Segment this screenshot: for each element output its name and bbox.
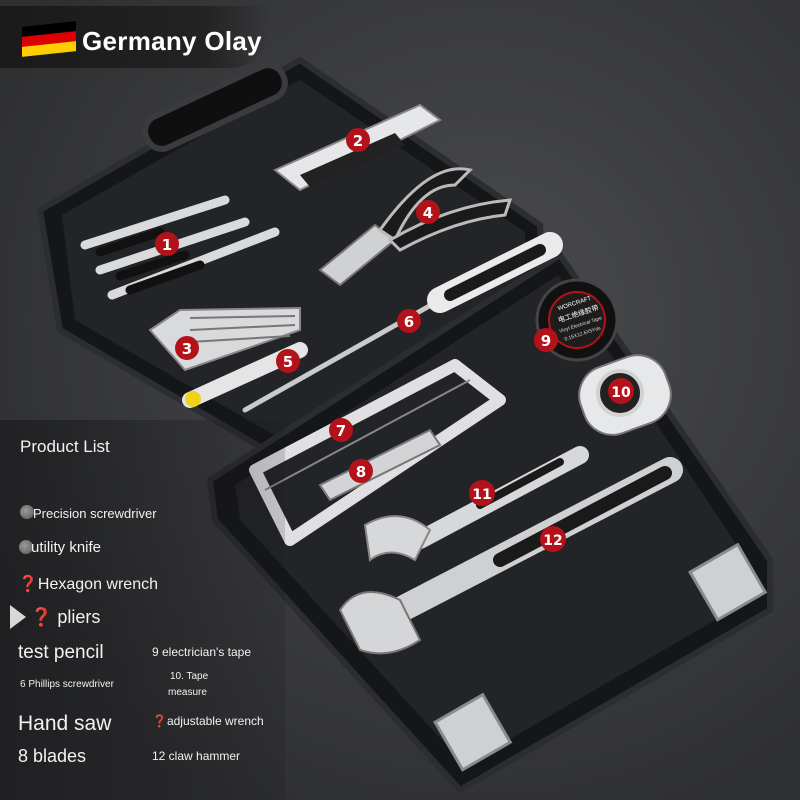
product-item-7: Hand saw (18, 712, 112, 735)
bullet-icon (19, 540, 33, 554)
product-item-10-line1: 10. Tape (170, 671, 209, 682)
marker-2: 2 (346, 128, 370, 152)
germany-flag-icon (22, 21, 76, 57)
svg-text:12: 12 (543, 533, 562, 549)
bullet-icon (20, 505, 34, 519)
product-item-6: 6 Phillips screwdriver (20, 679, 114, 690)
svg-text:2: 2 (353, 132, 363, 150)
svg-text:5: 5 (283, 353, 293, 371)
product-item-12: 12 claw hammer (152, 749, 241, 763)
precision-screwdrivers (80, 195, 280, 300)
product-item-11: ❓adjustable wrench (152, 714, 264, 728)
marker-3: 3 (175, 336, 199, 360)
brand-badge: Germany Olay (0, 6, 270, 68)
svg-text:9: 9 (541, 332, 551, 350)
markers: 1 2 3 4 5 6 7 8 9 10 11 12 (155, 128, 634, 552)
marker-12: 12 (540, 526, 566, 552)
svg-text:4: 4 (423, 204, 433, 222)
product-item-4: ❓ pliers (30, 607, 101, 627)
product-item-8: 8 blades (18, 746, 87, 766)
product-item-9: 9 electrician's tape (152, 645, 252, 659)
pliers (318, 167, 513, 287)
svg-text:10: 10 (611, 385, 631, 401)
product-item-1: Precision screwdriver (33, 506, 157, 521)
svg-text:3: 3 (182, 340, 192, 358)
product-list-panel (0, 420, 285, 800)
product-item-5: test pencil (18, 642, 104, 663)
marker-1: 1 (155, 232, 179, 256)
svg-text:8: 8 (356, 463, 366, 481)
product-item-3: ❓Hexagon wrench (18, 576, 158, 593)
marker-8: 8 (349, 459, 373, 483)
marker-7: 7 (329, 418, 353, 442)
svg-text:7: 7 (336, 422, 346, 440)
saw-blades (318, 428, 442, 502)
triangle-icon (10, 605, 26, 629)
marker-9: 9 (534, 328, 558, 352)
svg-text:6: 6 (404, 313, 414, 331)
claw-hammer (338, 457, 683, 655)
marker-10: 10 (608, 378, 634, 404)
marker-4: 4 (416, 200, 440, 224)
marker-5: 5 (276, 349, 300, 373)
brand-name: Germany Olay (82, 26, 262, 56)
product-item-10-line2: measure (168, 687, 207, 698)
svg-text:1: 1 (162, 236, 172, 254)
marker-6: 6 (397, 309, 421, 333)
svg-text:11: 11 (472, 487, 491, 503)
product-item-2: utility knife (31, 539, 102, 556)
product-list-title: Product List (20, 437, 110, 456)
marker-11: 11 (469, 480, 495, 506)
